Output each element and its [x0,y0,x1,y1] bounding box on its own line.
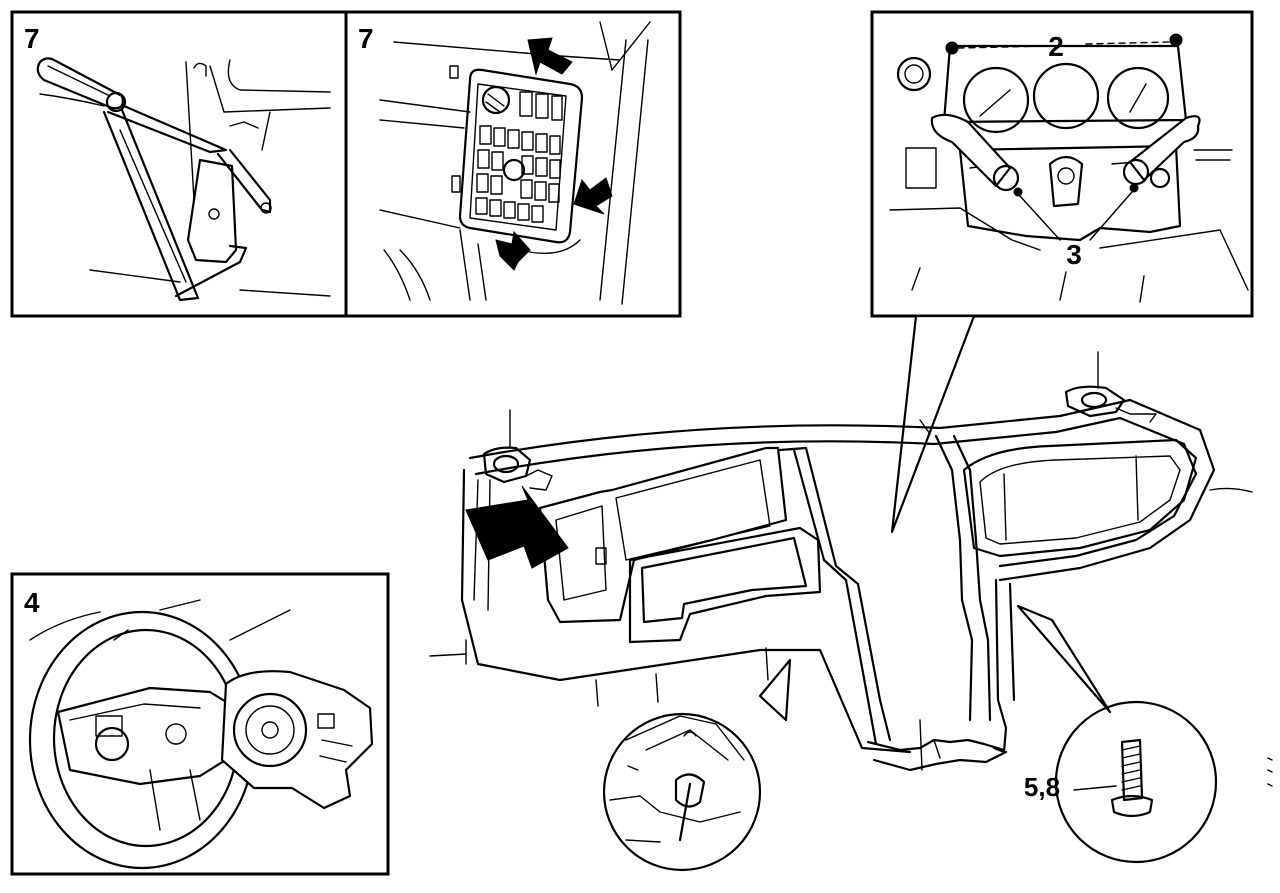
fuse-grid [475,125,561,223]
scan-marks [1267,757,1273,787]
instrument-cluster-label-stalks: 3 [1066,239,1082,270]
handbrake-panel-label: 7 [24,23,40,54]
clip-detail-pointer [758,658,792,722]
steering-wheel-panel: 4 [10,572,390,876]
bolt-detail [1016,604,1218,864]
right-vent [1064,351,1157,423]
bolt-callout-label: 5,8 [1024,772,1060,802]
left-vent-arrow [465,485,569,569]
cluster-pointer [890,314,976,534]
clip-arrow-bottom [495,230,531,271]
clip-arrow-right [573,177,613,215]
left-vent [482,409,553,491]
fuse-panel-drawing [379,21,651,305]
clip-detail [602,658,792,872]
steering-wheel-panel-label: 4 [24,587,40,618]
handbrake-panel-frame [10,10,348,318]
dashboard-drawing [429,351,1253,772]
handbrake-panel: 7 [10,10,348,318]
handbrake-lever-drawing [36,57,331,302]
bolt-icon [1110,738,1154,818]
fuse-panel-label: 7 [358,23,374,54]
instrument-cluster-label-screws: 2 [1048,31,1064,62]
fuse-panel-frame [344,10,682,318]
instrument-cluster-panel: 2 3 [870,10,1254,318]
clip-arrow-top [527,37,573,76]
steering-wheel-drawing [28,599,374,870]
fuse-panel: 7 [344,10,682,318]
bolt-detail-pointer [1016,604,1112,714]
instrument-cluster-drawing [889,33,1249,303]
